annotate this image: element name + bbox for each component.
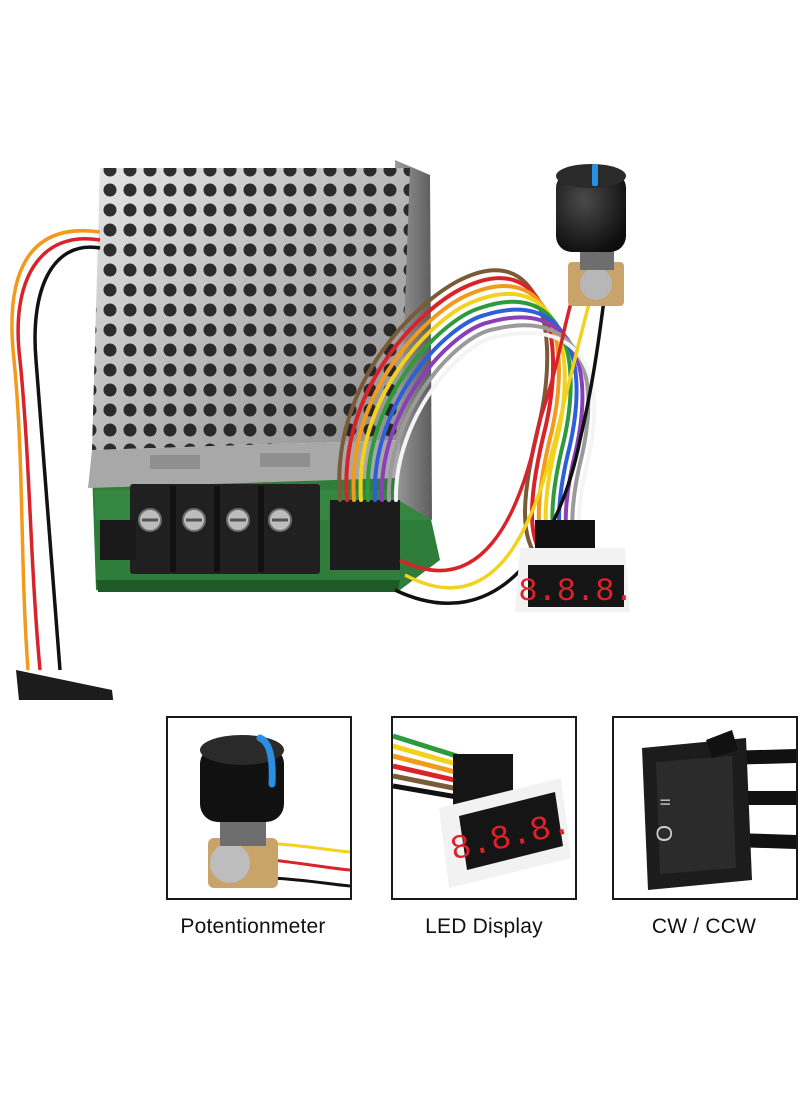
switch-detail-off-symbol: O: [652, 825, 677, 842]
switch-detail-reverse-symbol: II: [657, 798, 673, 806]
led-display-digits: 8.8.8.: [518, 573, 633, 610]
pin-header: [330, 500, 400, 570]
led-display-detail-image: 8.8.8.: [393, 733, 575, 888]
product-photo: 8.8.8. O II I: [10, 160, 634, 700]
knob-indicator: [592, 164, 598, 186]
led-display-module: [515, 520, 630, 612]
potentiometer-leads: [394, 299, 606, 605]
direction-switch-caption: CW / CCW: [651, 915, 757, 938]
perforated-steel-cover: [88, 168, 410, 488]
led-display-detail-frame: 8.8.8.: [391, 716, 577, 900]
potentiometer: [556, 164, 626, 306]
controller-illustration: 8.8.8. O II I: [10, 160, 634, 700]
switch-leads: [10, 229, 101, 671]
screw-terminal-block: [100, 484, 320, 574]
rocker-switch: [16, 670, 114, 700]
switch-detail-image: O II: [642, 730, 796, 890]
switch-detail-frame: O II: [612, 716, 798, 900]
led-display-caption: LED Display: [425, 915, 543, 938]
potentiometer-caption: Potentionmeter: [180, 915, 326, 938]
potentiometer-detail-frame: [166, 716, 352, 900]
potentiometer-detail-image: [200, 734, 350, 888]
